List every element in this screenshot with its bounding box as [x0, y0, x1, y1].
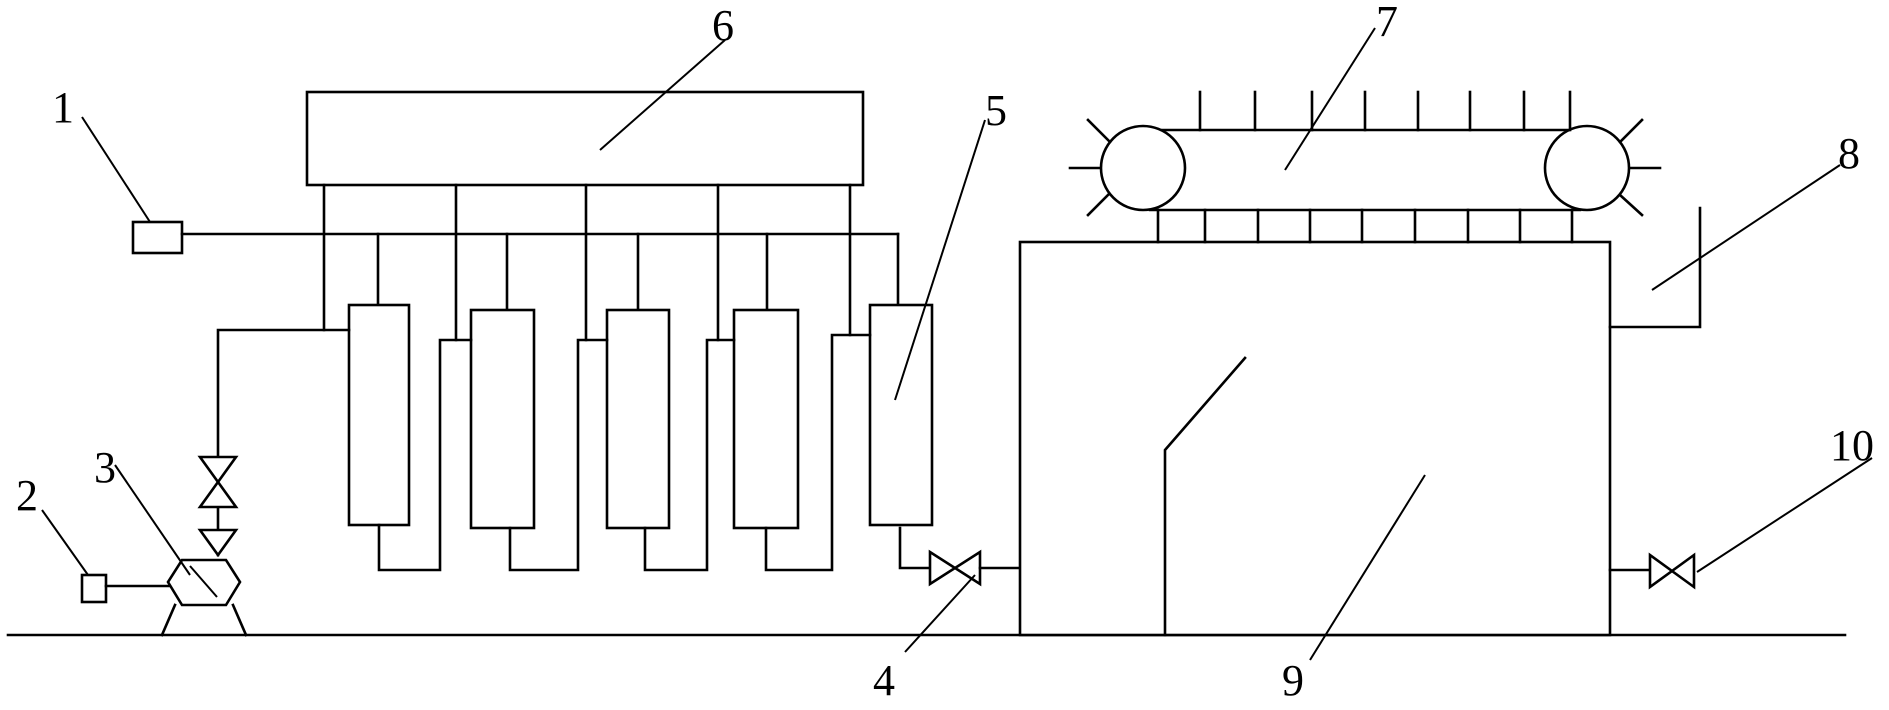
label-2: 2: [16, 471, 38, 520]
column: [732, 308, 800, 530]
drain-valve-10: [1648, 552, 1696, 590]
column-bottom-connections: [377, 333, 872, 572]
label-5: 5: [985, 86, 1007, 135]
roller-spikes: [1068, 118, 1662, 217]
conveyor-top-spikes: [1198, 90, 1572, 132]
tank-inner-baffle: [1163, 356, 1247, 637]
feed-valve-lower: [197, 528, 239, 558]
conveyor-roller-left: [1099, 124, 1187, 212]
outlet-pipe: [898, 526, 932, 570]
label-10: 10: [1830, 421, 1874, 470]
overflow-pipe-8: [1608, 206, 1702, 329]
supply-drop-pipes: [376, 232, 900, 312]
conveyor-bottom-ticks: [1156, 208, 1574, 244]
column: [347, 303, 411, 527]
conveyor-7: [1068, 90, 1662, 244]
conveyor-roller-right: [1543, 124, 1631, 212]
label-1: 1: [52, 83, 74, 132]
header-box-6: [305, 90, 865, 187]
feed-line: [216, 328, 351, 557]
label-6: 6: [712, 1, 734, 50]
tank-9: [1018, 240, 1612, 637]
header-drop-pipes: [322, 183, 852, 342]
sensor-box-2: [80, 573, 108, 604]
label-3: 3: [94, 443, 116, 492]
label-4: 4: [873, 656, 895, 705]
sensor-box-1: [131, 220, 184, 255]
label-9: 9: [1282, 656, 1304, 705]
column: [469, 308, 536, 530]
column-series-5: [347, 303, 934, 530]
feed-valve-upper: [197, 455, 239, 509]
label-8: 8: [1838, 129, 1860, 178]
pump-3: [160, 558, 248, 637]
column: [605, 308, 671, 530]
leader-lines: [41, 27, 1873, 661]
column: [868, 303, 934, 527]
label-7: 7: [1376, 0, 1398, 46]
